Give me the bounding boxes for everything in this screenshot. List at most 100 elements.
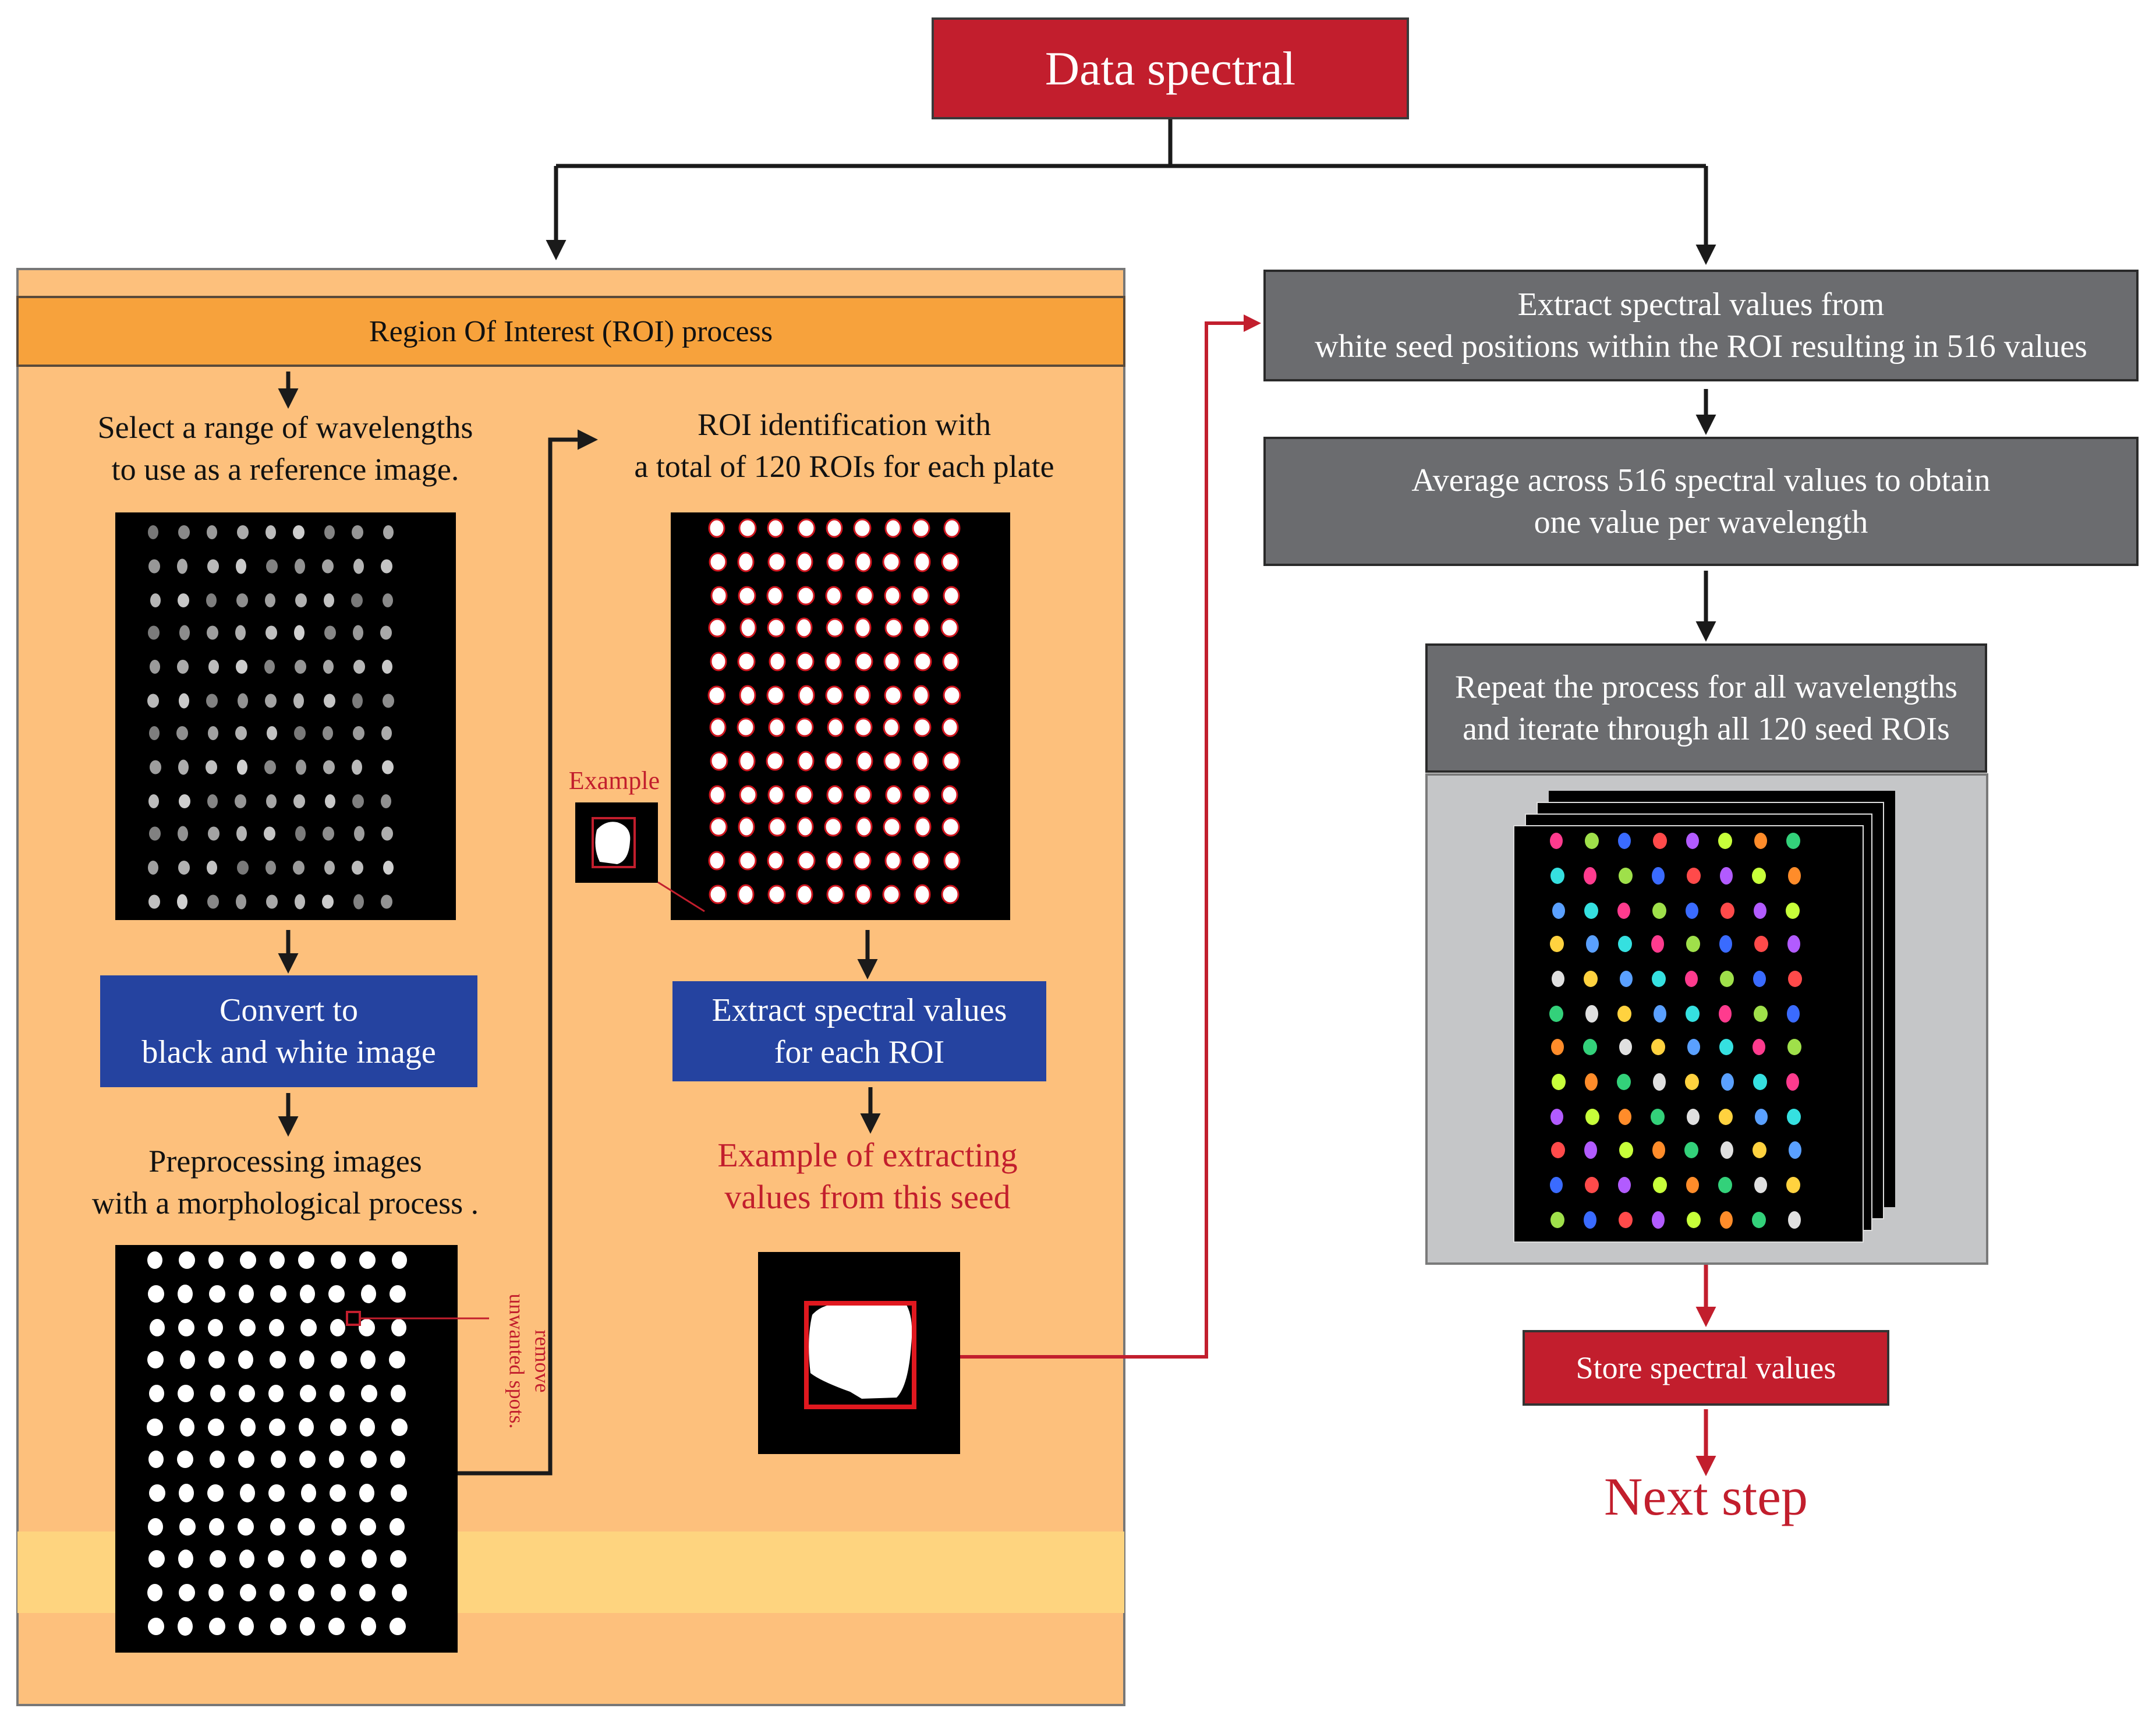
colored-seed: [1550, 868, 1564, 884]
colored-seed: [1786, 1073, 1799, 1091]
colored-seed: [1753, 971, 1766, 987]
colored-seed: [1685, 971, 1698, 987]
colored-seed: [1684, 1142, 1698, 1158]
colored-seed: [1687, 1109, 1700, 1125]
colored-seed: [1686, 1177, 1699, 1193]
colored-seed: [1787, 1039, 1801, 1055]
convert-bw-box: Convert to black and white image: [100, 975, 477, 1087]
top-branch-connector: [546, 119, 1716, 265]
colored-seed: [1550, 936, 1564, 952]
colored-seed: [1651, 935, 1664, 953]
colored-seed: [1651, 1109, 1665, 1125]
example-extracting-text: Example of extracting values from this s…: [717, 1136, 1018, 1216]
colored-seed: [1685, 1074, 1699, 1090]
colored-seed: [1754, 1177, 1767, 1193]
colored-seed: [1652, 867, 1665, 885]
colored-seed: [1552, 971, 1564, 987]
colored-seed: [1652, 1141, 1665, 1159]
extract-white-seed-box: Extract spectral values from white seed …: [1263, 270, 2139, 381]
stack-layer-back: [1549, 791, 1895, 1207]
colored-seed: [1720, 1141, 1733, 1159]
colored-seed: [1720, 1211, 1733, 1229]
colored-seed: [1786, 903, 1800, 919]
colored-seed: [1619, 1039, 1632, 1055]
colored-seed: [1651, 1039, 1665, 1055]
colored-seed: [1719, 1039, 1733, 1055]
colored-seed: [1787, 935, 1800, 953]
extract-each-roi-box: Extract spectral values for each ROI: [672, 981, 1046, 1081]
colored-seed: [1585, 1073, 1598, 1091]
colored-seed: [1753, 1039, 1765, 1055]
colored-seed: [1653, 1073, 1666, 1091]
colored-seed: [1550, 1109, 1563, 1125]
colored-seed: [1617, 903, 1630, 919]
remove-spots-label: remove unwanted spots.: [505, 1293, 554, 1429]
colored-seed: [1720, 971, 1734, 987]
colored-seed: [1754, 903, 1766, 919]
colored-seed: [1753, 1074, 1767, 1090]
select-wavelengths-text: Select a range of wavelengths to use as …: [97, 410, 473, 487]
colored-seed: [1754, 833, 1767, 849]
colored-seed: [1687, 1212, 1701, 1228]
preprocessing-text: Preprocessing images with a morphologica…: [91, 1144, 479, 1221]
colored-seed: [1718, 833, 1732, 849]
colored-seed: [1787, 1109, 1801, 1125]
colored-seed: [1620, 971, 1633, 987]
roi-identification-text: ROI identification with a total of 120 R…: [634, 407, 1054, 484]
example-label: Example: [568, 766, 660, 795]
colored-seed: [1653, 833, 1667, 849]
colored-seed: [1686, 1006, 1700, 1022]
colored-seed: [1652, 1211, 1665, 1229]
colored-seed: [1552, 1074, 1566, 1090]
colored-seed: [1788, 1211, 1801, 1229]
colored-seed: [1584, 971, 1598, 987]
colored-seed: [1552, 903, 1565, 919]
colored-seed: [1718, 1177, 1732, 1193]
average-values-box: Average across 516 spectral values to ob…: [1263, 437, 2139, 566]
stack-layer-mid-1: [1525, 813, 1872, 1231]
stack-panel-background: [1425, 773, 1988, 1265]
colored-seed: [1619, 1212, 1633, 1228]
colored-seed: [1584, 903, 1598, 919]
colored-seed: [1755, 1109, 1768, 1125]
colored-seed: [1652, 903, 1666, 919]
colored-seed: [1721, 1073, 1734, 1091]
colored-seed: [1687, 1039, 1700, 1055]
repeat-process-box: Repeat the process for all wavelengths a…: [1425, 643, 1987, 773]
colored-seed: [1551, 1039, 1564, 1055]
colored-seed: [1617, 1006, 1631, 1022]
colored-seeds: [1549, 833, 1802, 1229]
colored-seed: [1584, 1211, 1596, 1229]
colored-seed: [1550, 833, 1563, 849]
colored-seed: [1788, 971, 1802, 987]
colored-seed: [1719, 935, 1732, 953]
colored-seed: [1687, 868, 1701, 884]
colored-seed: [1619, 1109, 1631, 1125]
roi-process-header: Region Of Interest (ROI) process: [16, 296, 1125, 367]
colored-seed: [1686, 903, 1698, 919]
colored-seed: [1652, 971, 1666, 987]
stack-layer-front: [1513, 825, 1864, 1243]
data-spectral-title: Data spectral: [1045, 41, 1296, 95]
colored-seed: [1585, 833, 1599, 849]
colored-seed: [1752, 868, 1766, 884]
roi-process-header-text: Region Of Interest (ROI) process: [369, 314, 773, 348]
colored-seed: [1618, 1177, 1631, 1193]
colored-seed: [1786, 1177, 1800, 1193]
colored-seed: [1752, 1212, 1766, 1228]
roi-panel-band: [17, 1531, 1124, 1613]
colored-seed: [1619, 1142, 1633, 1158]
colored-seed: [1619, 868, 1633, 884]
data-spectral-box: Data spectral: [932, 17, 1409, 119]
colored-seed: [1584, 867, 1596, 885]
colored-seed: [1586, 935, 1599, 953]
colored-seed: [1551, 1142, 1565, 1158]
colored-seed: [1720, 903, 1734, 919]
colored-seed: [1584, 1141, 1597, 1159]
stack-layer-mid-2: [1537, 802, 1884, 1219]
colored-seed: [1618, 833, 1631, 849]
colored-seed: [1549, 1006, 1563, 1022]
colored-seed: [1720, 867, 1733, 885]
colored-seed: [1585, 1109, 1599, 1125]
colored-seed: [1585, 1005, 1598, 1023]
